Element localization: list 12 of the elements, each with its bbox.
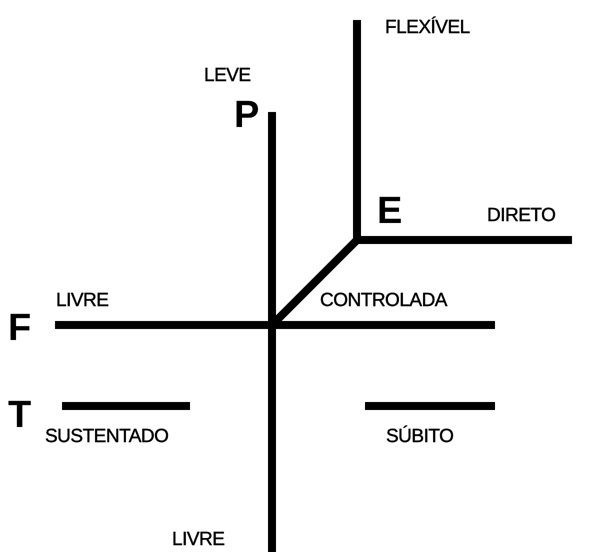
axis-label: DIRETO: [487, 206, 556, 225]
factor-letter: P: [234, 96, 260, 134]
axis-label: SÚBITO: [386, 427, 454, 446]
axis-label: FLEXÍVEL: [385, 18, 470, 37]
axis-label: LEVE: [204, 66, 251, 85]
axis-label: CONTROLADA: [320, 291, 447, 310]
factor-letter: E: [377, 192, 402, 230]
axis-label: SUSTENTADO: [45, 427, 168, 446]
axis-label: LIVRE: [172, 530, 224, 549]
factor-letter: F: [8, 309, 32, 347]
axis-label: LIVRE: [56, 291, 108, 310]
factor-letter: T: [8, 396, 32, 434]
